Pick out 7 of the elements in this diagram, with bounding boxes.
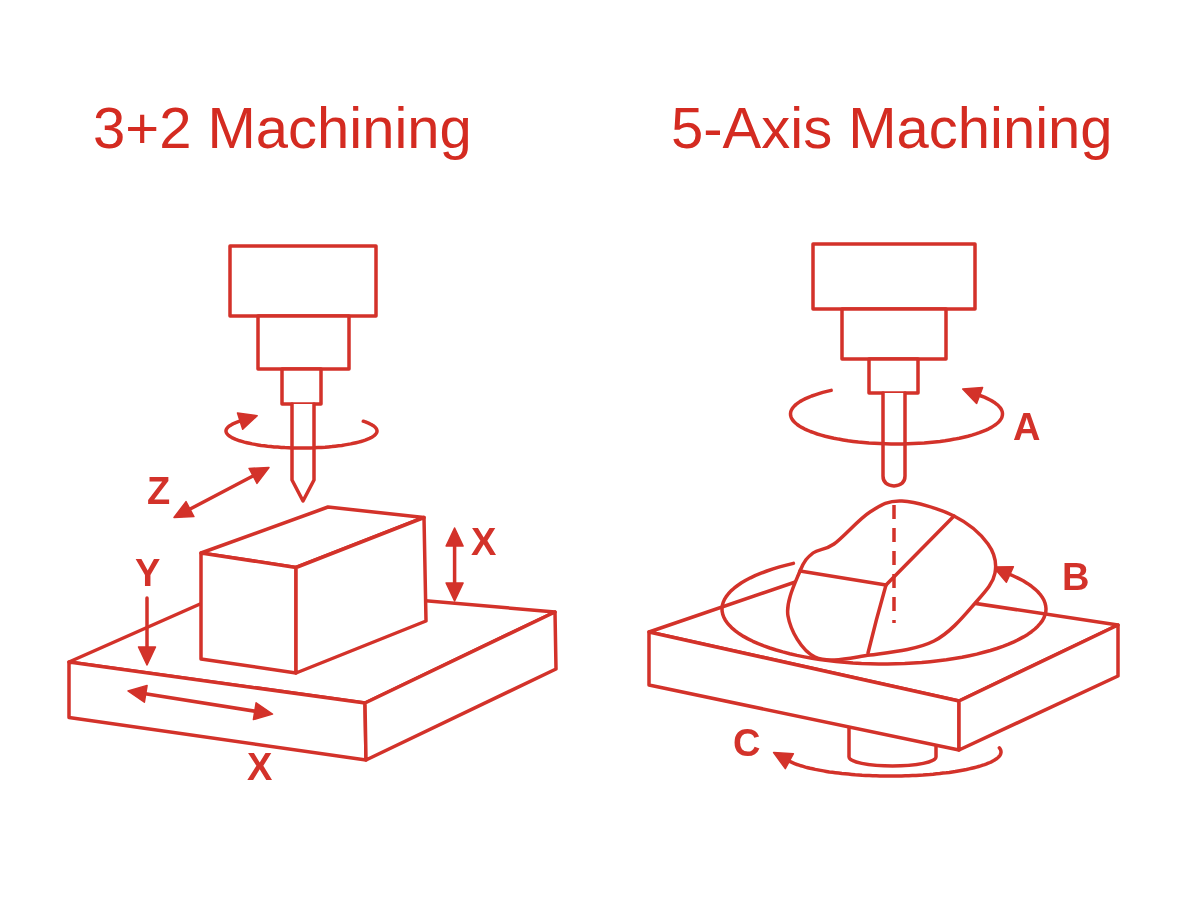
axis-label: A bbox=[1013, 408, 1041, 446]
axis-label: C bbox=[733, 724, 761, 762]
axis-label: B bbox=[1062, 558, 1090, 596]
axis-label: Z bbox=[147, 472, 171, 510]
axis-label: X bbox=[247, 748, 273, 786]
axis-label: X bbox=[471, 523, 497, 561]
axis-label: Y bbox=[135, 554, 161, 592]
